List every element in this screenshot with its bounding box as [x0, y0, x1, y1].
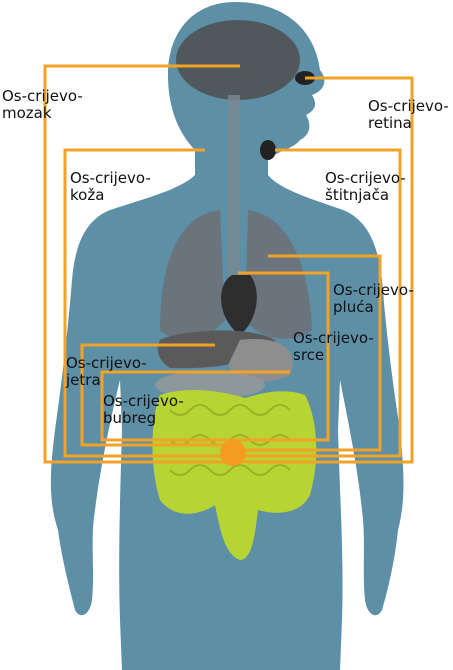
label-retina-line1: Os-crijevo- — [368, 98, 449, 115]
gut-hub-dot — [220, 440, 246, 466]
label-kidney-line2: bubreg — [103, 410, 184, 427]
label-thyroid-line1: Os-crijevo- — [325, 170, 406, 187]
label-lungs-line1: Os-crijevo- — [333, 282, 414, 299]
label-liver-line1: Os-crijevo- — [66, 355, 147, 372]
label-heart: Os-crijevo- srce — [293, 330, 374, 364]
label-liver: Os-crijevo- jetra — [66, 355, 147, 389]
label-heart-line1: Os-crijevo- — [293, 330, 374, 347]
label-skin-line1: Os-crijevo- — [70, 170, 151, 187]
label-skin: Os-crijevo- koža — [70, 170, 151, 204]
label-brain-line2: mozak — [2, 105, 83, 122]
label-kidney: Os-crijevo- bubreg — [103, 393, 184, 427]
thyroid-organ — [260, 140, 276, 160]
label-lungs: Os-crijevo- pluća — [333, 282, 414, 316]
label-brain: Os-crijevo- mozak — [2, 88, 83, 122]
label-liver-line2: jetra — [66, 372, 147, 389]
label-kidney-line1: Os-crijevo- — [103, 393, 184, 410]
label-retina-line2: retina — [368, 115, 449, 132]
label-brain-line1: Os-crijevo- — [2, 88, 83, 105]
brain-organ — [176, 20, 300, 100]
label-heart-line2: srce — [293, 347, 374, 364]
label-lungs-line2: pluća — [333, 299, 414, 316]
label-thyroid-line2: štitnjača — [325, 187, 406, 204]
spinal-column — [228, 95, 240, 295]
label-thyroid: Os-crijevo- štitnjača — [325, 170, 406, 204]
label-retina: Os-crijevo- retina — [368, 98, 449, 132]
label-skin-line2: koža — [70, 187, 151, 204]
